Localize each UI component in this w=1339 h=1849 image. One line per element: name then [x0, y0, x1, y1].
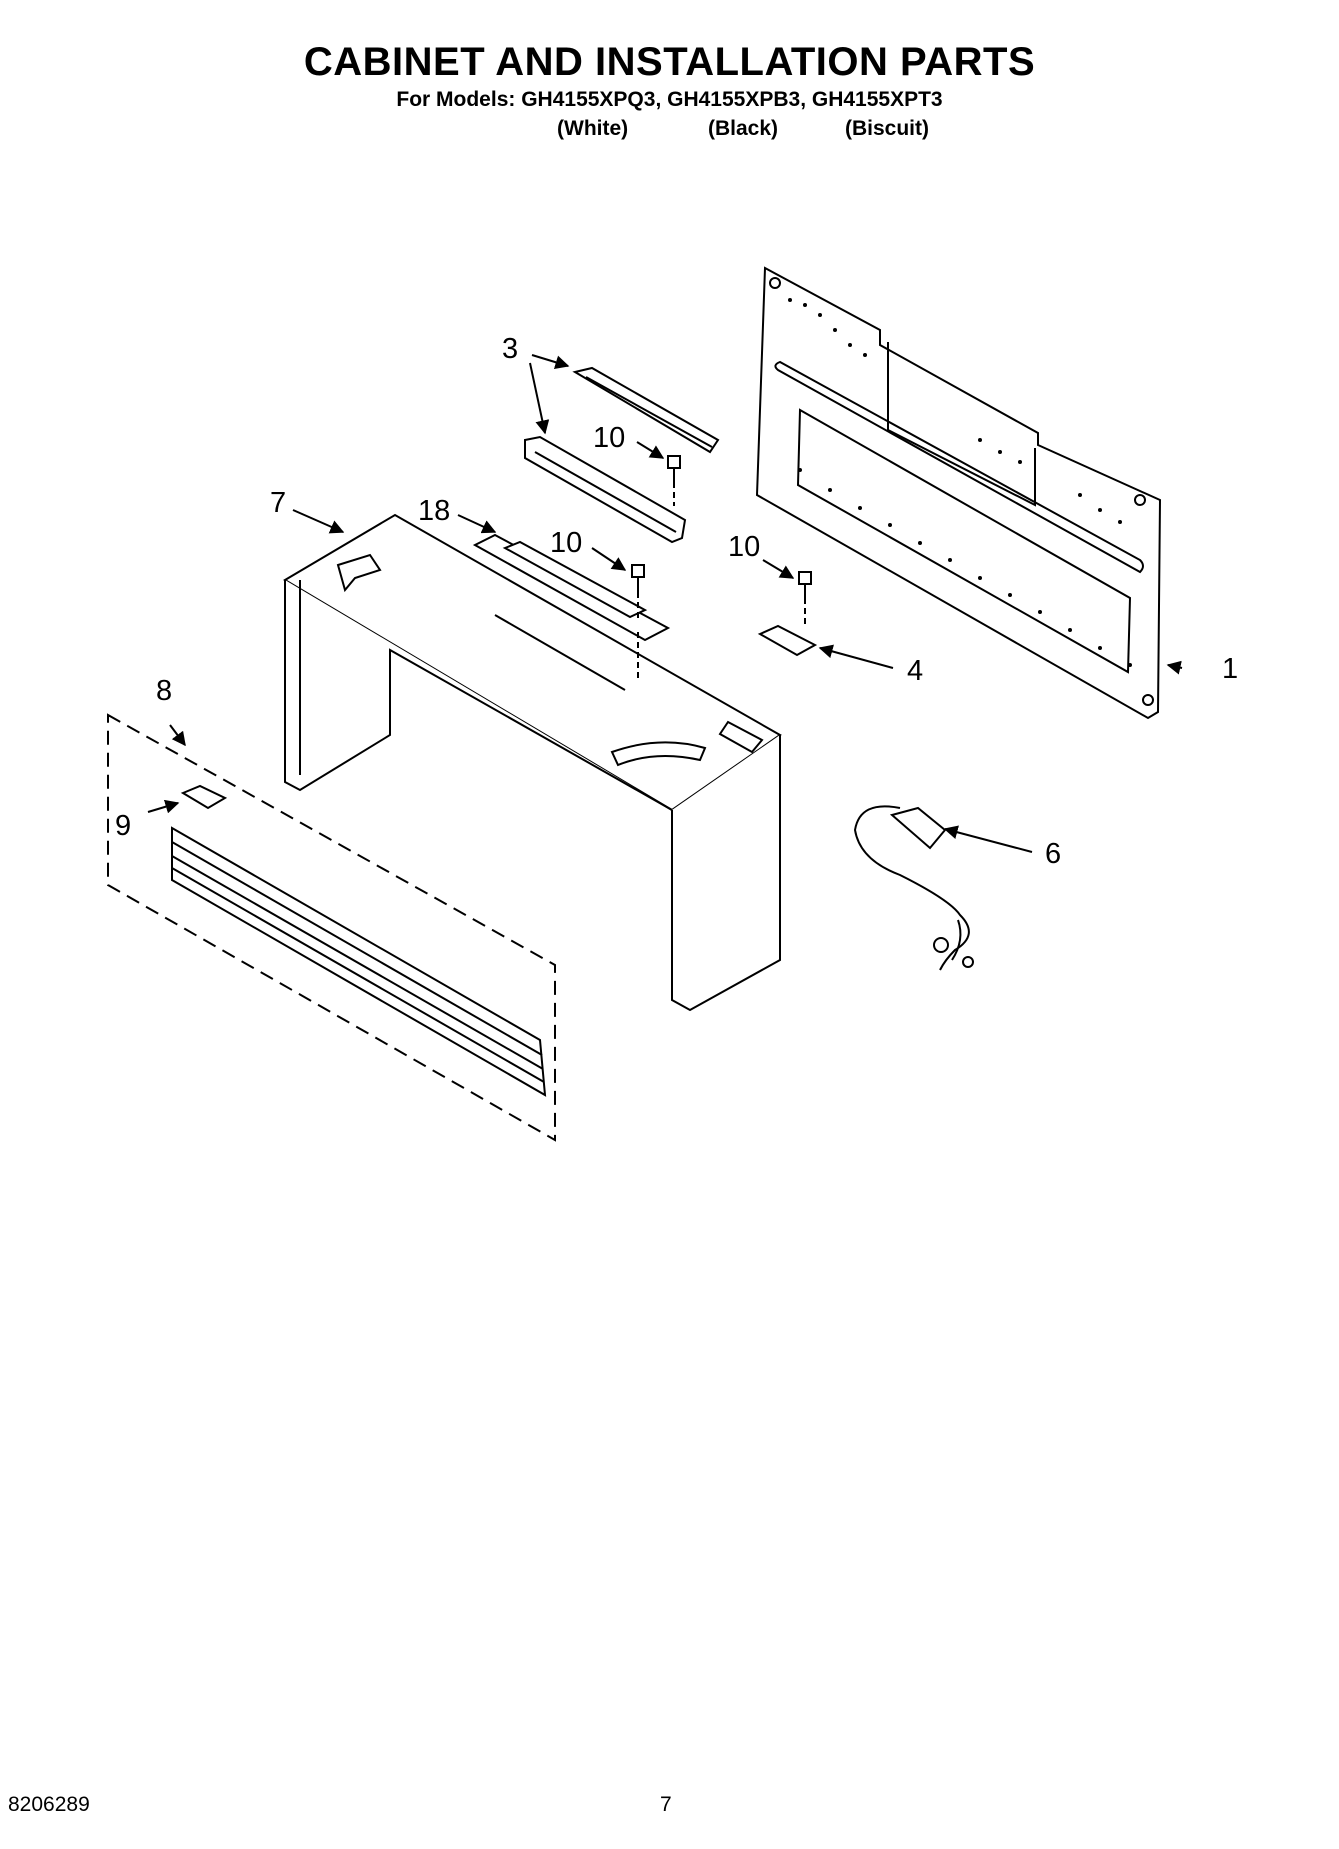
- callout-7: 7: [270, 487, 286, 519]
- models-line: For Models: GH4155XPQ3, GH4155XPB3, GH41…: [396, 88, 943, 111]
- grille: [107, 713, 556, 1142]
- mounting-plate: [755, 266, 1162, 720]
- callout-9: 9: [115, 810, 131, 842]
- wiring-harness: [853, 805, 974, 971]
- page-number: 7: [660, 1793, 672, 1816]
- top-gasket: [472, 533, 671, 642]
- document-number: 8206289: [8, 1793, 90, 1816]
- callout-10-right: 10: [728, 531, 760, 563]
- small-bracket: [757, 624, 818, 657]
- callout-18: 18: [418, 495, 450, 527]
- variant-black: (Black): [708, 117, 779, 140]
- leader-lines: [147, 354, 1183, 853]
- callout-4: 4: [907, 655, 923, 687]
- grille-clip: [180, 784, 228, 810]
- callout-6: 6: [1045, 838, 1061, 870]
- callout-8: 8: [156, 675, 172, 707]
- callout-1: 1: [1222, 653, 1238, 685]
- variant-white: (White): [557, 117, 629, 140]
- cabinet-body: [283, 513, 782, 1012]
- callout-10-middle: 10: [550, 527, 582, 559]
- callout-3: 3: [502, 333, 518, 365]
- variant-biscuit: (Biscuit): [845, 117, 929, 140]
- callout-10-top: 10: [593, 422, 625, 454]
- page-title: CABINET AND INSTALLATION PARTS: [303, 40, 1036, 84]
- screws: [631, 455, 812, 682]
- top-bracket: [524, 366, 720, 544]
